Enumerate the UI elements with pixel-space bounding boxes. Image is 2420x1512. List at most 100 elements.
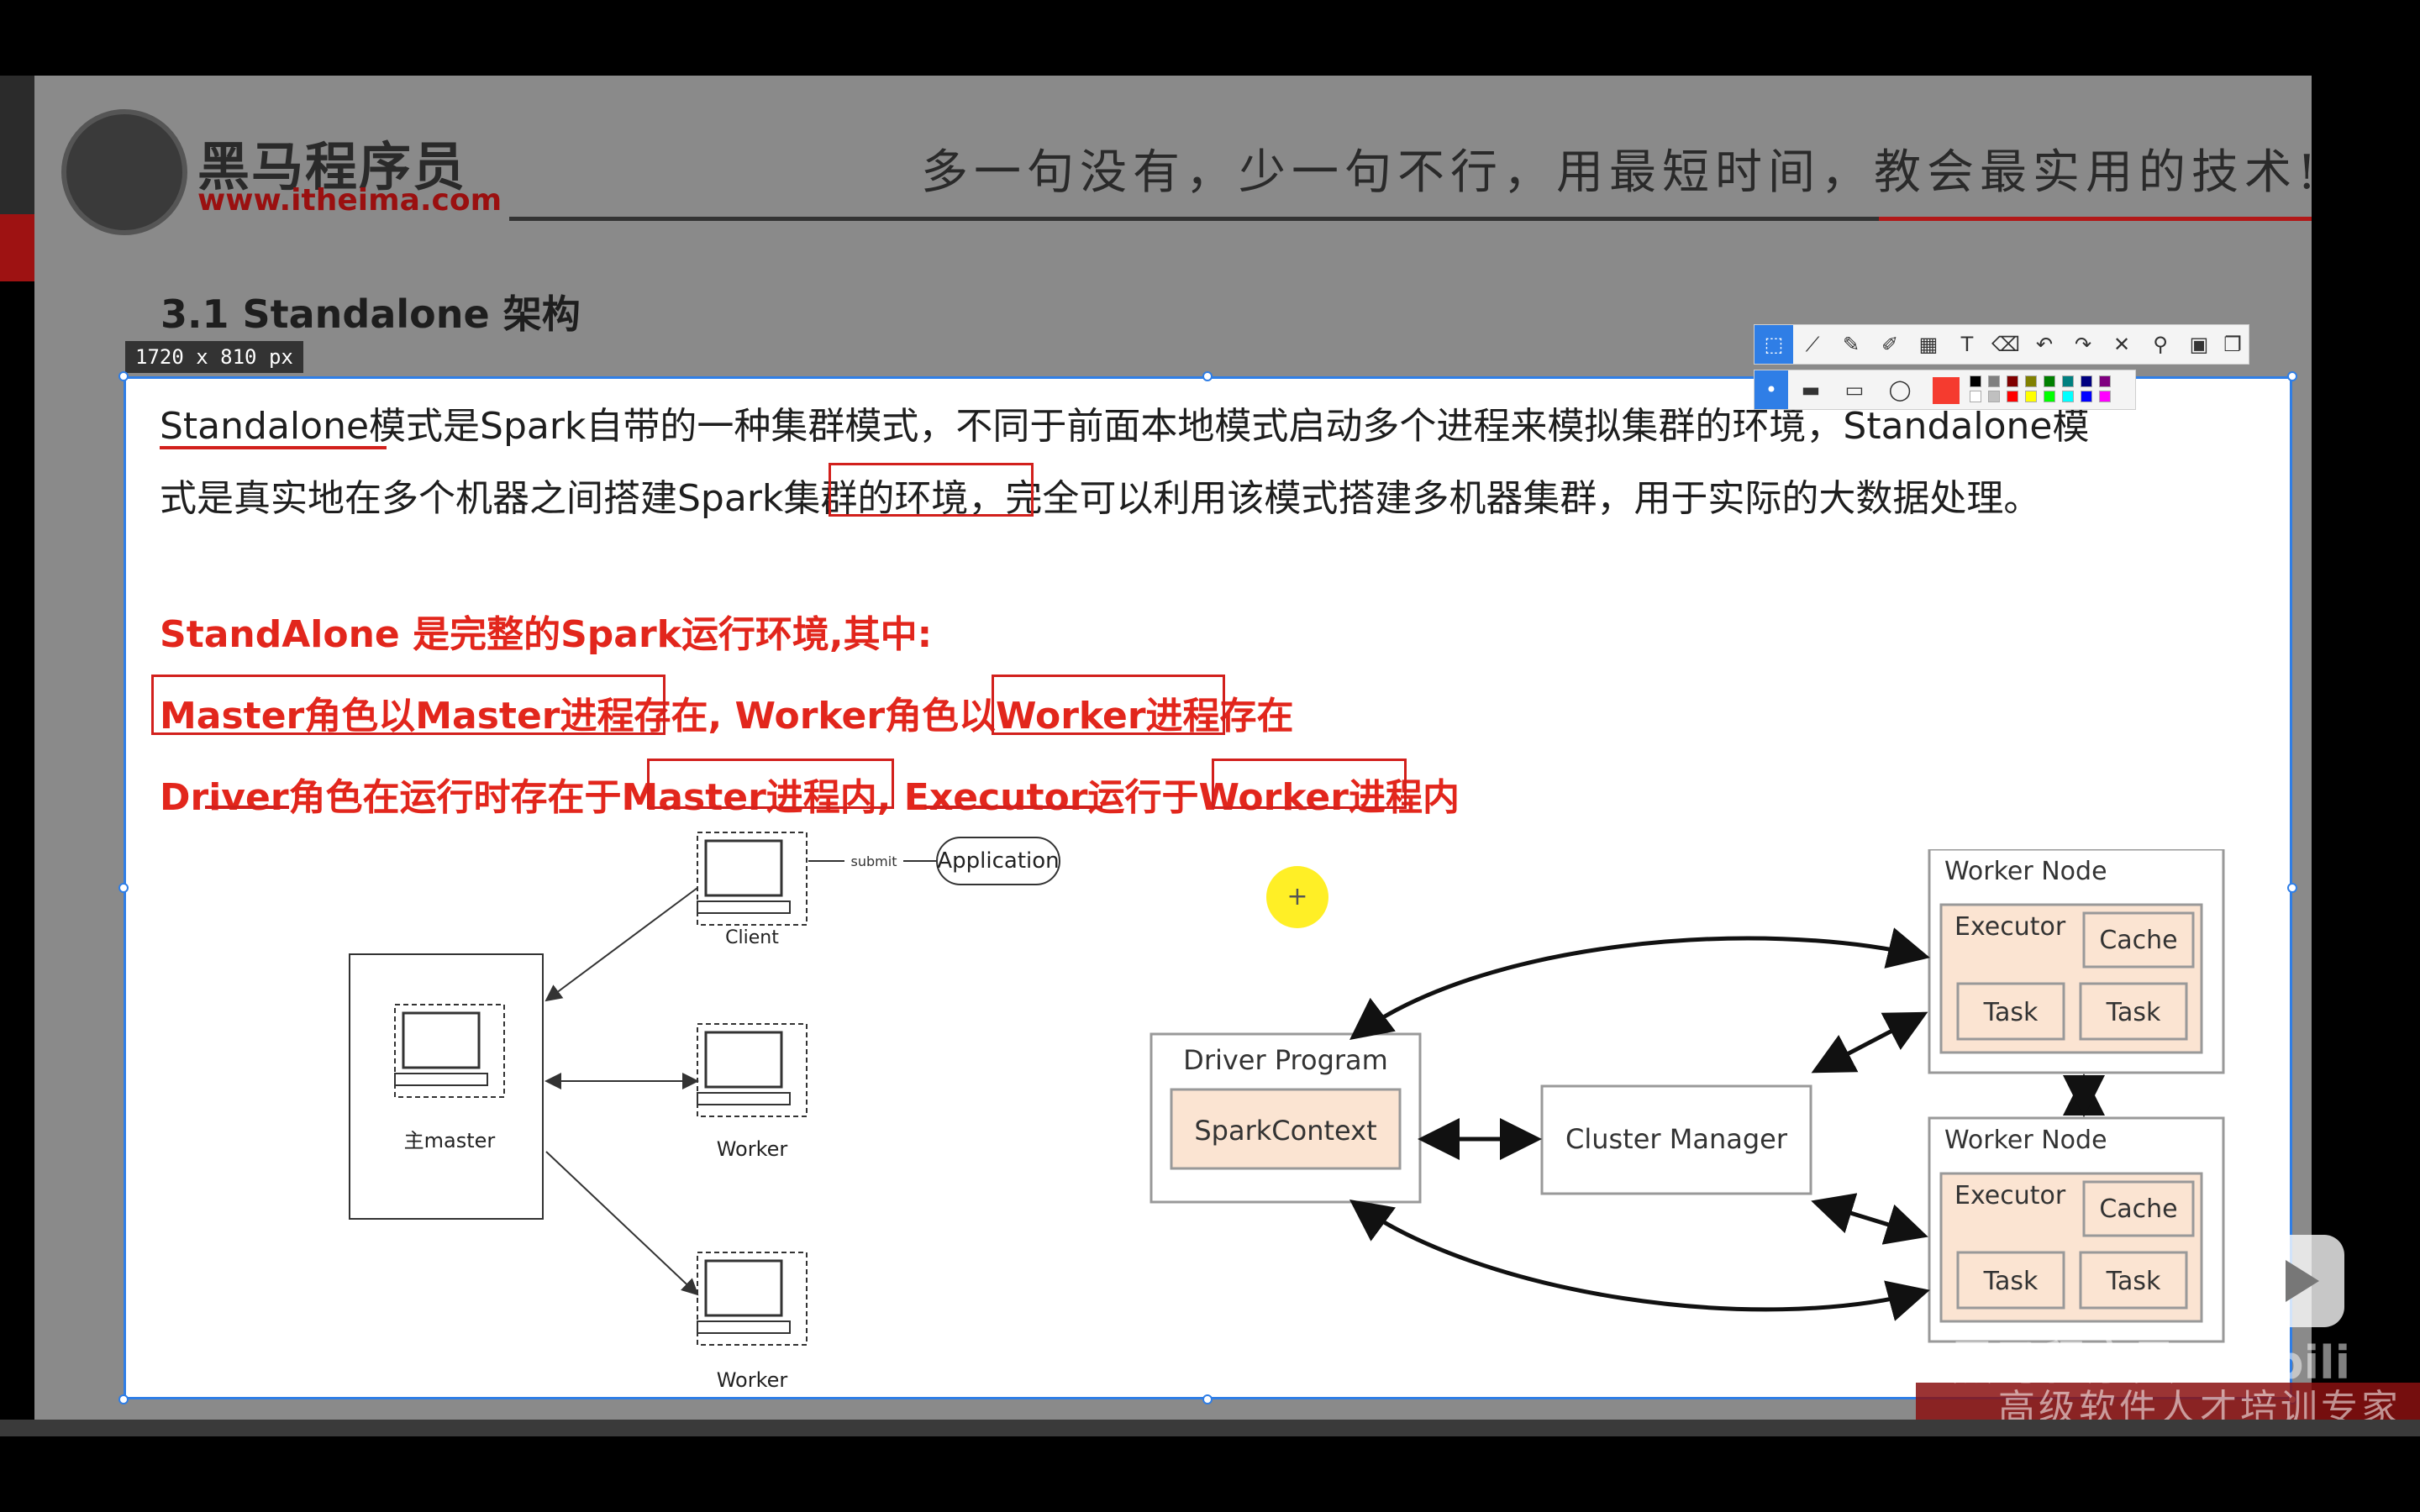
text-icon[interactable]: T <box>1960 333 1974 356</box>
annotation-toolbar: ⬚ ⟋ ✎ ✐ ▦ T ⌫ ↶ ↷ ✕ ⚲ ▣ ❐ <box>1754 324 2249 365</box>
highlight-line-1: StandAlone 是完整的Spark运行环境,其中: <box>160 613 933 656</box>
select-icon[interactable]: ⬚ <box>1754 325 1793 364</box>
polyline-icon[interactable]: ⟋ <box>1805 333 1820 356</box>
right-architecture-diagram: Driver Program SparkContext Cluster Mana… <box>1150 849 2225 1343</box>
submit-label: submit <box>851 853 897 869</box>
color-palette[interactable] <box>1970 375 2129 406</box>
color-swatch[interactable] <box>2081 375 2092 387</box>
color-swatch[interactable] <box>2099 375 2111 387</box>
mosaic-icon[interactable]: ▦ <box>1918 333 1939 356</box>
worker-computer-icon-2 <box>697 1252 808 1346</box>
resize-handle-left[interactable] <box>118 883 129 893</box>
rect-outline-icon[interactable]: ▭ <box>1844 378 1865 402</box>
video-play-icon[interactable] <box>2252 1235 2344 1327</box>
color-swatch[interactable] <box>2007 391 2018 402</box>
logo-url: www.itheima.com <box>197 183 502 218</box>
client-computer-icon <box>697 832 808 926</box>
stroke-size-icon[interactable]: • <box>1754 370 1788 409</box>
application-node <box>936 837 1060 885</box>
ellipse-icon[interactable]: ◯ <box>1888 378 1912 402</box>
task-label-4: Task <box>2106 1267 2161 1296</box>
cursor-crosshair-icon: + <box>1266 866 1328 928</box>
task-3 <box>1956 1251 2065 1310</box>
color-swatch[interactable] <box>1970 375 1981 387</box>
pen-icon[interactable]: ✎ <box>1842 333 1860 356</box>
task-label-2: Task <box>2106 998 2161 1027</box>
color-swatch[interactable] <box>2044 375 2055 387</box>
master-node <box>349 953 544 1220</box>
executor-label-2: Executor <box>1954 1181 2066 1210</box>
screenshot-selection-area[interactable]: Standalone模式是Spark自带的一种集群模式，不同于前面本地模式启动多… <box>124 376 2292 1399</box>
style-toolbar: • ▬ ▭ ◯ <box>1754 370 2136 410</box>
selection-size-badge: 1720 x 810 px <box>125 341 303 373</box>
driver-program-label: Driver Program <box>1183 1044 1388 1076</box>
application-label: Application <box>937 848 1059 874</box>
annotation-box-worker-process <box>992 675 1225 735</box>
color-swatch[interactable] <box>1988 375 2000 387</box>
client-label: Client <box>725 927 779 948</box>
save-icon[interactable]: ▣ <box>2189 333 2209 356</box>
resize-handle-top-left[interactable] <box>118 371 129 381</box>
undo-icon[interactable]: ↶ <box>2035 333 2054 356</box>
cache-label-1: Cache <box>2099 926 2177 955</box>
cache-2 <box>2082 1180 2195 1237</box>
left-edge-red <box>0 214 34 281</box>
color-swatch[interactable] <box>2081 391 2092 402</box>
logo-title: 黑马程序员 <box>197 136 467 197</box>
cluster-manager-label: Cluster Manager <box>1565 1123 1788 1155</box>
annotation-box-master-process <box>151 675 666 735</box>
header-divider-accent <box>1879 217 2312 221</box>
paragraph-line-1: Standalone模式是Spark自带的一种集群模式，不同于前面本地模式启动多… <box>160 405 2090 448</box>
resize-handle-bottom-left[interactable] <box>118 1394 129 1404</box>
underline-driver <box>205 806 289 809</box>
color-swatch[interactable] <box>2025 375 2037 387</box>
itheima-logo-icon <box>61 109 187 235</box>
bottom-bar <box>0 1420 2420 1436</box>
resize-handle-bottom[interactable] <box>1202 1394 1213 1404</box>
section-title: 3.1 Standalone 架构 <box>160 291 581 337</box>
master-computer-icon <box>394 1004 505 1098</box>
spark-context-label: SparkContext <box>1194 1115 1376 1147</box>
cache-label-2: Cache <box>2099 1194 2177 1224</box>
filled-rect-icon[interactable]: ▬ <box>1801 378 1821 402</box>
current-color-swatch[interactable] <box>1933 377 1960 404</box>
underline-executor <box>924 806 1102 809</box>
color-swatch[interactable] <box>2099 391 2111 402</box>
worker-computer-icon-1 <box>697 1023 808 1117</box>
resize-handle-top[interactable] <box>1202 371 1213 381</box>
left-architecture-diagram: Client submit Application 主master Worker… <box>349 832 1060 1392</box>
color-swatch[interactable] <box>2062 391 2074 402</box>
task-label-3: Task <box>1983 1267 2039 1296</box>
cache-1 <box>2082 911 2195 969</box>
task-2 <box>2079 982 2188 1041</box>
annotation-box-worker-process-2 <box>1212 759 1407 809</box>
task-4 <box>2079 1251 2188 1310</box>
marker-icon[interactable]: ✐ <box>1881 333 1899 356</box>
annotation-box-master-process-2 <box>647 759 894 809</box>
pin-icon[interactable]: ⚲ <box>2153 333 2168 356</box>
redo-icon[interactable]: ↷ <box>2074 333 2092 356</box>
close-icon[interactable]: ✕ <box>2112 333 2131 356</box>
watermark-logo: 黑马程序员 bilibili <box>1949 1336 2351 1389</box>
worker-node-label-1: Worker Node <box>1944 857 2107 886</box>
slogan: 多一句没有，少一句不行，用最短时间，教会最实用的技术! <box>921 145 2312 200</box>
color-swatch[interactable] <box>2044 391 2055 402</box>
worker-node-label-2: Worker Node <box>1944 1126 2107 1155</box>
spark-context-node <box>1170 1088 1402 1170</box>
copy-icon[interactable]: ❐ <box>2223 333 2242 356</box>
highlight-line-3: Driver角色在运行时存在于Master进程内, Executor运行于Wor… <box>160 776 1460 819</box>
annotation-box-cluster-env <box>829 463 1034 517</box>
color-swatch[interactable] <box>2025 391 2037 402</box>
color-swatch[interactable] <box>2007 375 2018 387</box>
resize-handle-right[interactable] <box>2287 883 2297 893</box>
task-label-1: Task <box>1983 998 2039 1027</box>
left-edge-dark <box>0 76 34 214</box>
executor-label-1: Executor <box>1954 912 2066 942</box>
worker-label-1: Worker <box>717 1137 788 1161</box>
cluster-manager-node <box>1540 1084 1812 1195</box>
resize-handle-top-right[interactable] <box>2287 371 2297 381</box>
color-swatch[interactable] <box>1988 391 2000 402</box>
eraser-icon[interactable]: ⌫ <box>1991 333 2020 356</box>
color-swatch[interactable] <box>1970 391 1981 402</box>
color-swatch[interactable] <box>2062 375 2074 387</box>
